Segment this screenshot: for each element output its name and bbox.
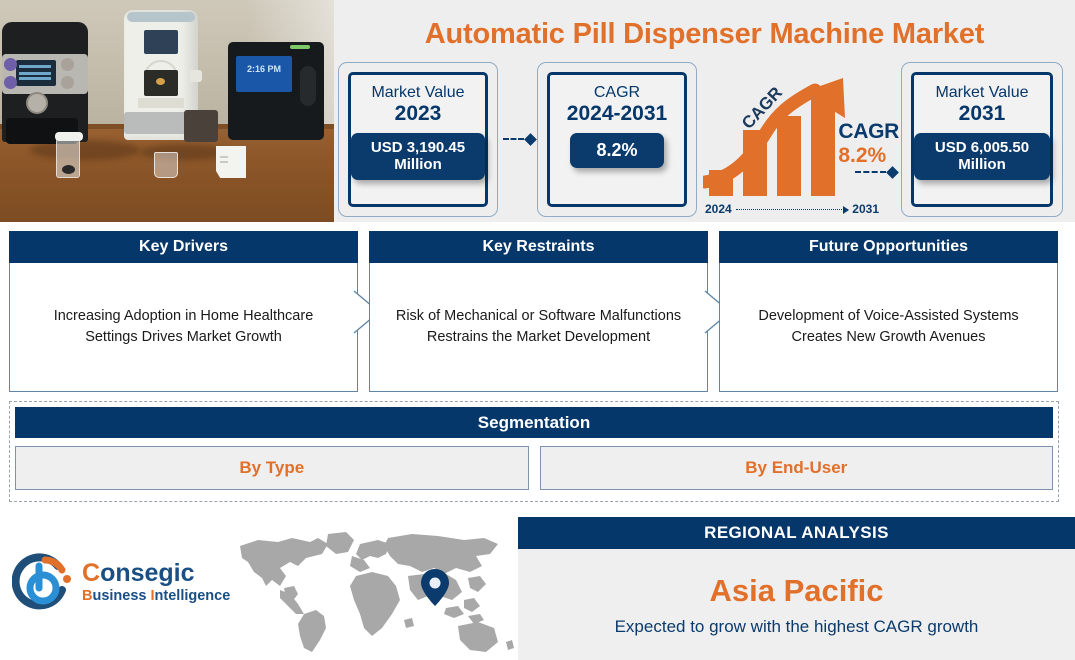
photo-shadow (140, 144, 230, 160)
connector-diamond-icon (524, 132, 537, 146)
panel-body-text: Increasing Adoption in Home Healthcare S… (9, 263, 358, 392)
stat-year: 2023 (394, 101, 442, 125)
panel-key-drivers: Key Drivers Increasing Adoption in Home … (9, 231, 358, 392)
regional-analysis-region: Asia Pacific (709, 573, 884, 608)
machine-button (61, 76, 74, 89)
stat-card-inner: Market Value 2031 USD 6,005.50 Million (911, 72, 1053, 207)
stat-year: 2024-2031 (566, 101, 668, 125)
machine-lid (127, 12, 195, 22)
machine-base (124, 112, 198, 134)
machine-tray (138, 98, 184, 108)
chart-start-year: 2024 (705, 202, 732, 216)
cagr-callout: CAGR 8.2% (838, 120, 899, 168)
panel-heading: Key Drivers (9, 231, 358, 263)
stat-card-market-value-2031: Market Value 2031 USD 6,005.50 Million (901, 62, 1063, 217)
machine-button (4, 58, 17, 71)
panel-heading: Key Restraints (369, 231, 708, 263)
world-map (240, 532, 514, 652)
logo-tagline-usiness: usiness (92, 587, 151, 604)
dispenser-machine-right: 2:16 PM (228, 42, 324, 140)
connector-dashed-line (503, 138, 524, 140)
stat-card-inner: CAGR 2024-2031 8.2% (547, 72, 687, 207)
machine-clock-readout: 2:16 PM (246, 64, 281, 74)
segmentation-cell-by-type[interactable]: By Type (15, 446, 529, 490)
connector-dashed-line (855, 171, 886, 173)
logo-wordmark: Consegic Business Intelligence (82, 558, 230, 605)
cagr-callout-value: 8.2% (838, 144, 887, 167)
logo-company-name: Consegic (82, 558, 230, 587)
page-title: Automatic Pill Dispenser Machine Market (424, 17, 985, 50)
machine-cylinder (300, 66, 316, 106)
logo-initial: C (82, 558, 101, 587)
panel-key-restraints: Key Restraints Risk of Mechanical or Sof… (369, 231, 708, 392)
stat-label: Market Value (371, 84, 465, 101)
packet-lines (220, 156, 228, 158)
stat-card-market-value-2023: Market Value 2023 USD 3,190.45 Million (338, 62, 498, 217)
connector-2023-to-cagr (503, 132, 537, 146)
logo-tagline: Business Intelligence (82, 588, 230, 605)
connector-diamond-icon (886, 165, 899, 179)
stat-label: Market Value (935, 84, 1029, 101)
machine-button (4, 76, 17, 89)
chart-axis-years: 2024 2031 (705, 202, 879, 216)
consegic-logo-mark-icon (12, 553, 71, 610)
machine-screen (236, 56, 292, 92)
segmentation-heading: Segmentation (15, 407, 1053, 438)
jar-contents (62, 165, 75, 174)
chart-axis-arrow-icon (735, 205, 849, 214)
pill-jar (55, 132, 83, 178)
pill (156, 78, 165, 85)
stat-year: 2031 (958, 101, 1006, 125)
stat-value-badge: USD 3,190.45 Million (351, 133, 485, 180)
segmentation-row: By Type By End-User (15, 446, 1053, 490)
panel-heading: Future Opportunities (719, 231, 1058, 263)
stat-value-badge: USD 6,005.50 Million (914, 133, 1050, 180)
logo-name-rest: onsegic (100, 558, 195, 587)
logo-tagline-i: I (150, 587, 155, 604)
stat-card-cagr: CAGR 2024-2031 8.2% (537, 62, 697, 217)
machine-button (61, 58, 74, 71)
paper-packet (216, 146, 246, 178)
growth-bars-and-arrow-icon: CAGR (698, 78, 845, 196)
segmentation-cell-by-end-user[interactable]: By End-User (539, 446, 1053, 490)
top-band: 2:16 PM Automatic Pill Dispenser Machine… (0, 0, 1075, 222)
stat-label: CAGR (593, 84, 641, 101)
jar-lid (55, 132, 83, 141)
regional-analysis-heading: REGIONAL ANALYSIS (518, 517, 1075, 549)
logo-tagline-ntelligence: ntelligence (154, 587, 231, 604)
machine-screen (16, 60, 56, 86)
company-logo[interactable]: Consegic Business Intelligence (12, 548, 242, 618)
stat-value-badge: 8.2% (570, 133, 664, 168)
dispenser-machine-left (2, 22, 88, 144)
regional-analysis-section: REGIONAL ANALYSIS Asia Pacific Expected … (518, 517, 1075, 660)
machine-spout (190, 70, 202, 82)
cagr-callout-label: CAGR (838, 120, 899, 143)
world-map-landmasses (240, 532, 514, 652)
status-led (290, 45, 310, 49)
panel-body-text: Risk of Mechanical or Software Malfuncti… (369, 263, 708, 392)
panel-future-opportunities: Future Opportunities Development of Voic… (719, 231, 1058, 392)
measuring-cup (154, 152, 178, 178)
machine-knob (26, 92, 48, 114)
logo-tagline-b: B (82, 587, 93, 604)
location-pin-icon (421, 569, 449, 606)
machine-screen (144, 30, 178, 54)
panel-body-text: Development of Voice-Assisted Systems Cr… (719, 263, 1058, 392)
connector-cagr-to-2031 (855, 165, 899, 179)
segmentation-section: Segmentation By Type By End-User (9, 401, 1059, 502)
product-photo: 2:16 PM (0, 0, 334, 222)
regional-analysis-subtitle: Expected to grow with the highest CAGR g… (614, 617, 979, 636)
chart-end-year: 2031 (852, 202, 879, 216)
cagr-growth-chart: CAGR CAGR 8.2% 2024 2031 (698, 78, 899, 218)
accessory-box (184, 110, 218, 142)
stat-card-inner: Market Value 2023 USD 3,190.45 Million (348, 72, 488, 207)
